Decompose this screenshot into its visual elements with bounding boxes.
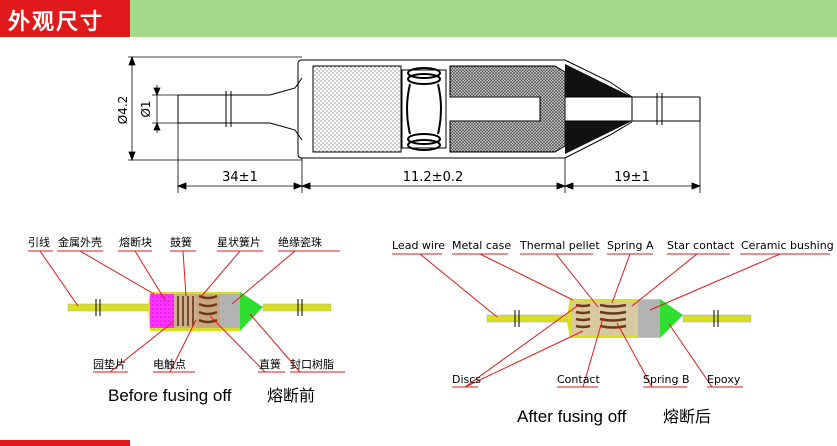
label-discs-cn: 园垫片 xyxy=(93,357,126,371)
before-labels: 引线 金属外壳 熔断块 鼓簧 星状簧片 绝缘瓷珠 园垫片 电触点 直簧 封口树脂 xyxy=(28,235,334,371)
dim-body-length: 11.2±0.2 xyxy=(403,170,464,185)
epoxy-seal xyxy=(565,64,632,154)
engineering-drawing xyxy=(177,59,701,159)
label-metal-case: Metal case xyxy=(452,239,511,252)
label-spring-a-cn: 鼓簧 xyxy=(170,235,192,249)
bottom-accent-bar xyxy=(0,440,130,446)
label-ceramic-bushing: Ceramic bushing xyxy=(741,239,834,252)
after-fuse-illustration xyxy=(486,299,752,338)
page-title: 外观尺寸 xyxy=(8,9,105,35)
dimension-lines xyxy=(128,55,702,193)
label-spring-b-cn: 直簧 xyxy=(259,357,281,371)
header-title-box xyxy=(0,0,130,37)
label-star-contact-cn: 星状簧片 xyxy=(217,235,261,249)
spring-coils xyxy=(406,67,442,151)
header-bar xyxy=(0,0,837,37)
after-labels: Lead wire Metal case Thermal pellet Spri… xyxy=(392,239,834,386)
label-thermal-pellet: Thermal pellet xyxy=(519,239,600,252)
label-spring-a: Spring A xyxy=(607,239,654,252)
label-metal-case-cn: 金属外壳 xyxy=(58,235,102,249)
before-caption-cn: 熔断前 xyxy=(267,386,315,405)
after-caption-cn: 熔断后 xyxy=(663,407,711,426)
dim-inner-diameter: Ø1 xyxy=(139,100,153,117)
before-fuse-illustration xyxy=(67,292,332,331)
after-caption-en: After fusing off xyxy=(517,407,627,426)
before-caption-en: Before fusing off xyxy=(108,386,232,405)
after-leader-lines xyxy=(392,253,830,388)
label-lead-wire: Lead wire xyxy=(392,239,445,252)
dim-left-length: 34±1 xyxy=(222,170,258,185)
label-epoxy-cn: 封口树脂 xyxy=(290,357,334,371)
label-star-contact: Star contact xyxy=(667,239,735,252)
label-contact-cn: 电触点 xyxy=(153,357,186,371)
before-leader-lines xyxy=(28,250,345,373)
ceramic-bushing xyxy=(449,65,566,153)
label-spring-b: Spring B xyxy=(643,373,690,386)
dim-right-length: 19±1 xyxy=(614,170,650,185)
label-epoxy: Epoxy xyxy=(707,373,741,386)
label-discs: Discs xyxy=(452,373,481,386)
dim-outer-diameter: Ø4.2 xyxy=(116,96,130,125)
label-pellet-cn: 熔断块 xyxy=(119,235,152,249)
label-bushing-cn: 绝缘瓷珠 xyxy=(278,235,322,249)
label-lead-wire-cn: 引线 xyxy=(28,235,50,249)
label-contact: Contact xyxy=(557,373,600,386)
